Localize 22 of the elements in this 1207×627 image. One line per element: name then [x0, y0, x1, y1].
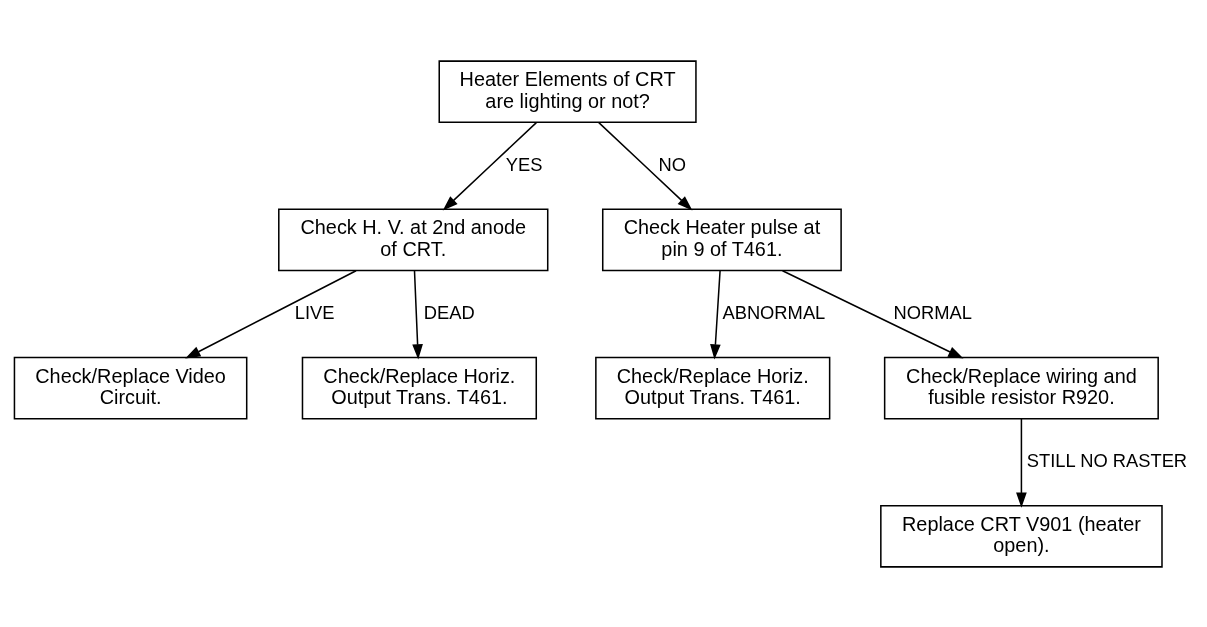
edge-label: YES	[505, 153, 543, 175]
arrow	[781, 269, 964, 358]
node-box: Check/Replace wiring and fusible resistor R920.	[883, 356, 1159, 419]
edge-label: ABNORMAL	[722, 301, 826, 323]
arrow	[710, 269, 721, 360]
arrow	[412, 269, 423, 360]
node-box: Check H. V. at 2nd anode of CRT.	[278, 208, 549, 271]
edge-label: NORMAL	[893, 301, 972, 323]
arrow	[1016, 417, 1027, 508]
node-box: Check/Replace Horiz. Output Trans. T461.	[301, 356, 538, 419]
edge-label: LIVE	[294, 301, 335, 323]
arrow	[185, 269, 357, 359]
node-box: Check Heater pulse at pin 9 of T461.	[601, 208, 842, 271]
node-box: Check/Replace Horiz. Output Trans. T461.	[595, 356, 831, 419]
node-box: Replace CRT V901 (heater open).	[880, 504, 1163, 568]
node-box: Heater Elements of CRT are lighting or not?	[438, 59, 697, 123]
arrow	[442, 121, 538, 211]
arrow	[598, 121, 693, 211]
node-box: Check/Replace Video Circuit.	[13, 356, 248, 419]
edge-label: STILL NO RASTER	[1026, 449, 1188, 471]
edge-label: DEAD	[423, 301, 475, 323]
edge-label: NO	[658, 153, 687, 175]
